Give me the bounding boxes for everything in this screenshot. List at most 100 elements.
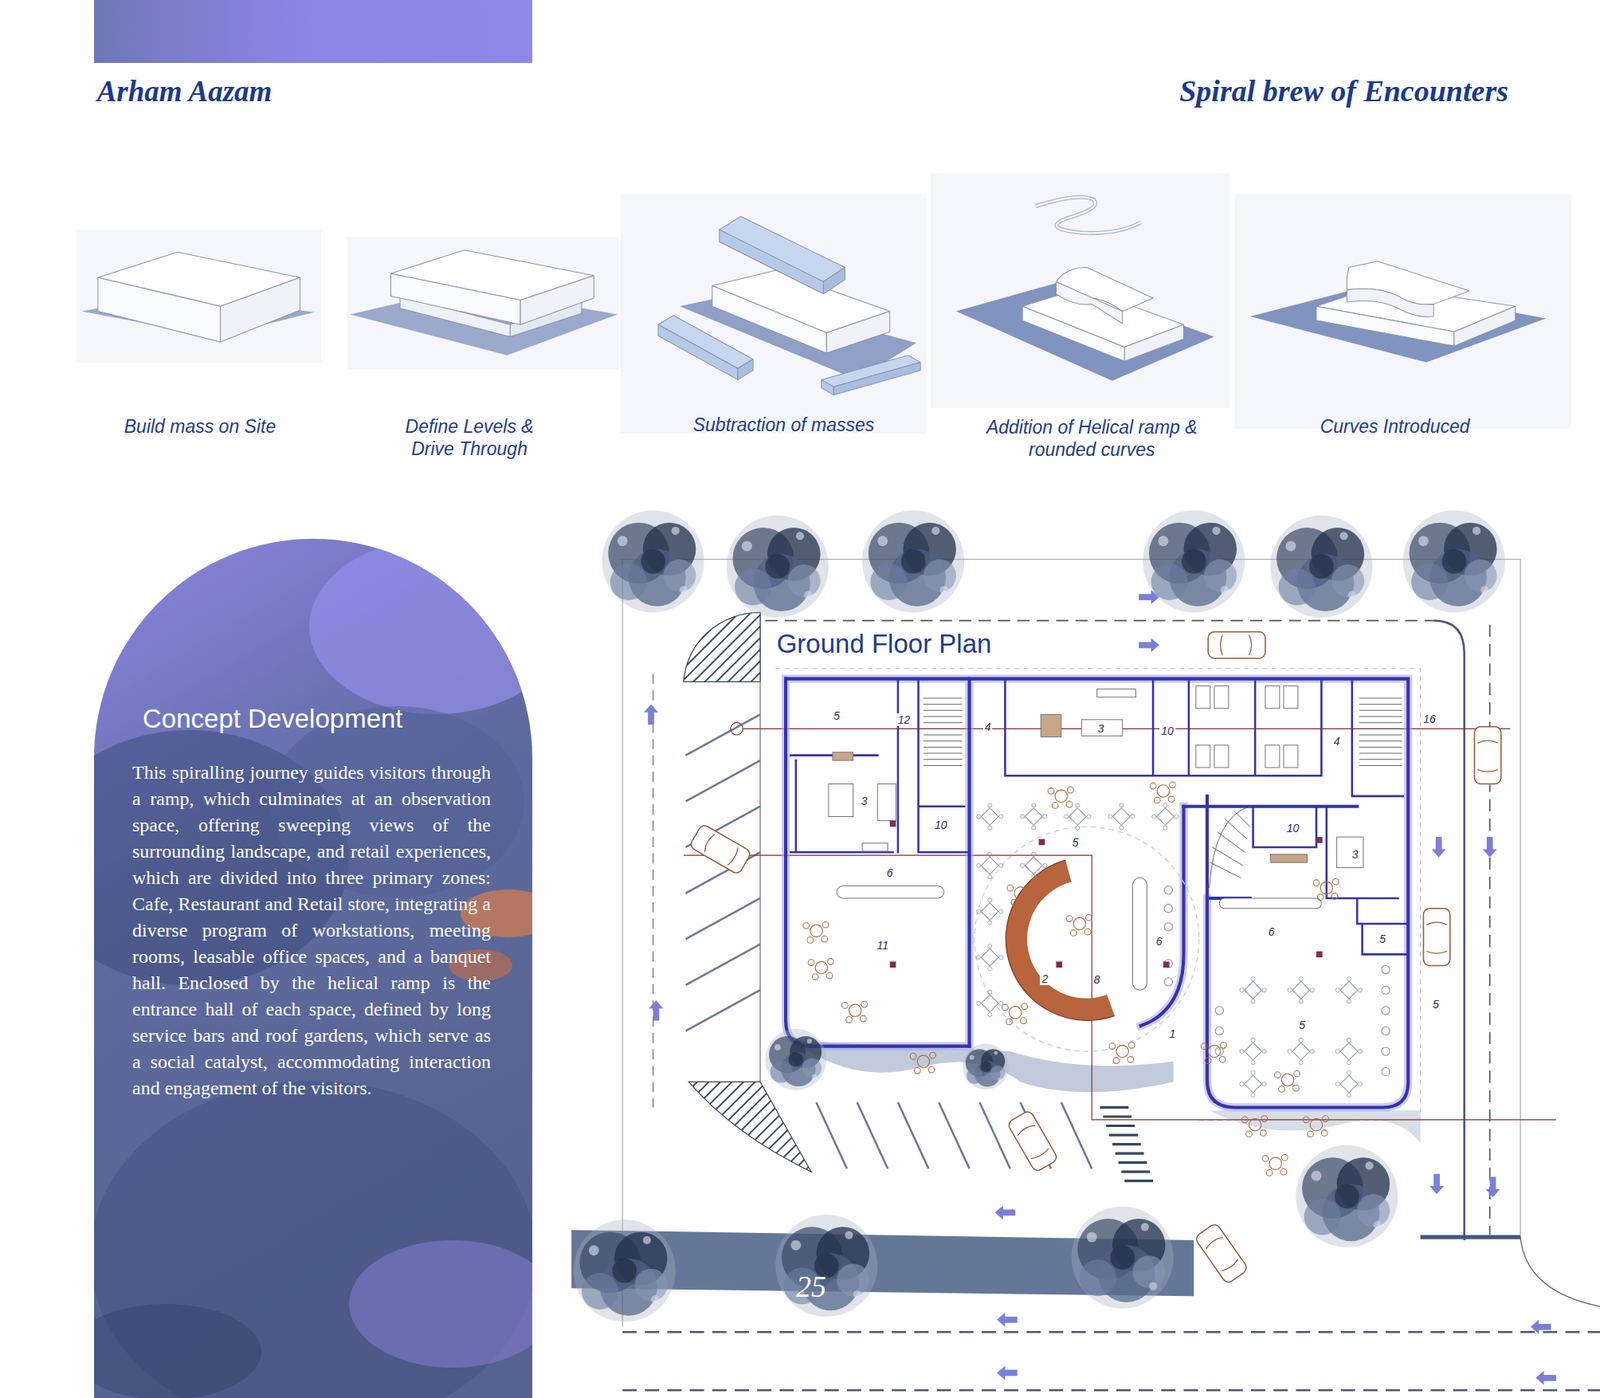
room-number: 10 [933,818,950,832]
massing-diagrams [1124,324,1184,361]
furniture [803,781,1339,1176]
room-number: 6 [1154,934,1165,948]
room-number: 5 [1297,1018,1307,1032]
site-lines [652,673,654,1107]
massing-diagrams [220,277,301,342]
room-number: 10 [1159,724,1176,738]
room-number: 3 [1350,847,1361,861]
massing-diagrams [76,229,322,362]
site-lines [622,1331,1600,1390]
room-number: 11 [874,938,891,952]
massing-diagrams [956,281,1215,381]
massing-diagrams [390,273,521,325]
arch-panel [349,1239,533,1368]
tables [976,803,1004,830]
traffic-arrows [1429,1173,1444,1195]
room-number: 3 [859,794,870,808]
tables [1020,851,1048,879]
step-caption: Addition of Helical ramp & rounded curve… [972,415,1212,461]
fixtures [828,784,854,817]
fixtures [836,886,944,899]
trees [573,509,1506,1322]
traffic-arrows [1486,1176,1501,1198]
building-walls [785,678,970,1047]
furniture [1262,1153,1288,1176]
room-number: 6 [885,866,895,879]
parking [1099,1106,1153,1181]
furniture [1242,1115,1268,1138]
building-walls [790,678,1408,955]
room-number: 16 [1421,712,1438,726]
site-lines [764,619,1434,622]
room-number: 3 [1096,721,1106,735]
stairs [923,698,1403,888]
traffic-arrows [1535,1370,1557,1385]
stools [1164,886,1390,1076]
building-walls [785,678,1408,1108]
tables [976,803,1363,1098]
stairs [1209,806,1251,888]
massing-diagrams [346,236,619,369]
massing-diagrams [1035,196,1142,233]
site-lines [1420,1235,1521,1240]
massing-diagrams [826,311,890,354]
massing-diagrams [719,229,824,295]
fixtures [1219,898,1322,909]
fixtures [1283,745,1299,768]
massing-diagrams [1346,288,1434,317]
tables [1239,976,1267,1004]
trees [1295,1145,1398,1248]
traffic-arrows [643,704,659,726]
parking [686,713,761,1031]
furniture [1109,1042,1135,1064]
tables [1239,1037,1267,1064]
tables [1335,976,1362,1004]
tables [1335,1037,1362,1064]
fixtures [1081,719,1122,736]
section-lines [730,722,743,735]
massing-diagrams [930,173,1230,409]
room-number: 8 [1092,972,1102,986]
building-walls [968,678,972,1047]
tables [1287,1037,1314,1064]
room-number: 5 [1377,932,1388,946]
step-caption: Curves Introduced [1267,415,1523,438]
stools [1164,886,1173,895]
step-caption: Subtraction of masses [656,413,912,436]
panel-heading: Concept Development [142,703,404,734]
fixtures [1196,686,1211,709]
fixtures [1265,745,1280,768]
tables [976,898,1004,925]
room-number: 2 [1039,972,1050,985]
massing-diagrams [620,193,927,434]
column-markers [890,820,1323,968]
cars [1207,631,1266,659]
page-number: 25 [796,1268,827,1304]
furniture [1047,786,1074,808]
arch-panel [94,538,533,1398]
fixtures [1097,688,1137,697]
room-number: 5 [1070,835,1081,849]
concept-panel: Concept DevelopmentThis spiralling journ… [94,538,533,1398]
massing-diagrams [658,324,738,380]
furniture [807,957,834,980]
room-number: 4 [983,720,993,734]
trees [1071,1206,1174,1309]
stools [1164,977,1173,986]
cars [689,631,1502,1285]
tables [976,989,1004,1016]
stools [1381,1026,1390,1035]
traffic-arrows [1431,836,1447,858]
arch-panel [94,538,533,1398]
stools [1381,1047,1390,1055]
trees [1270,515,1373,618]
traffic-arrows [1482,836,1498,858]
tables [1020,803,1048,830]
massing-diagrams [1454,305,1516,346]
tables [1108,803,1135,830]
massing-diagrams [98,277,221,342]
tables [1152,803,1179,830]
furniture [1274,1070,1300,1092]
stools [1215,1006,1224,1015]
page-title: Spiral brew of Encounters [1179,73,1509,109]
